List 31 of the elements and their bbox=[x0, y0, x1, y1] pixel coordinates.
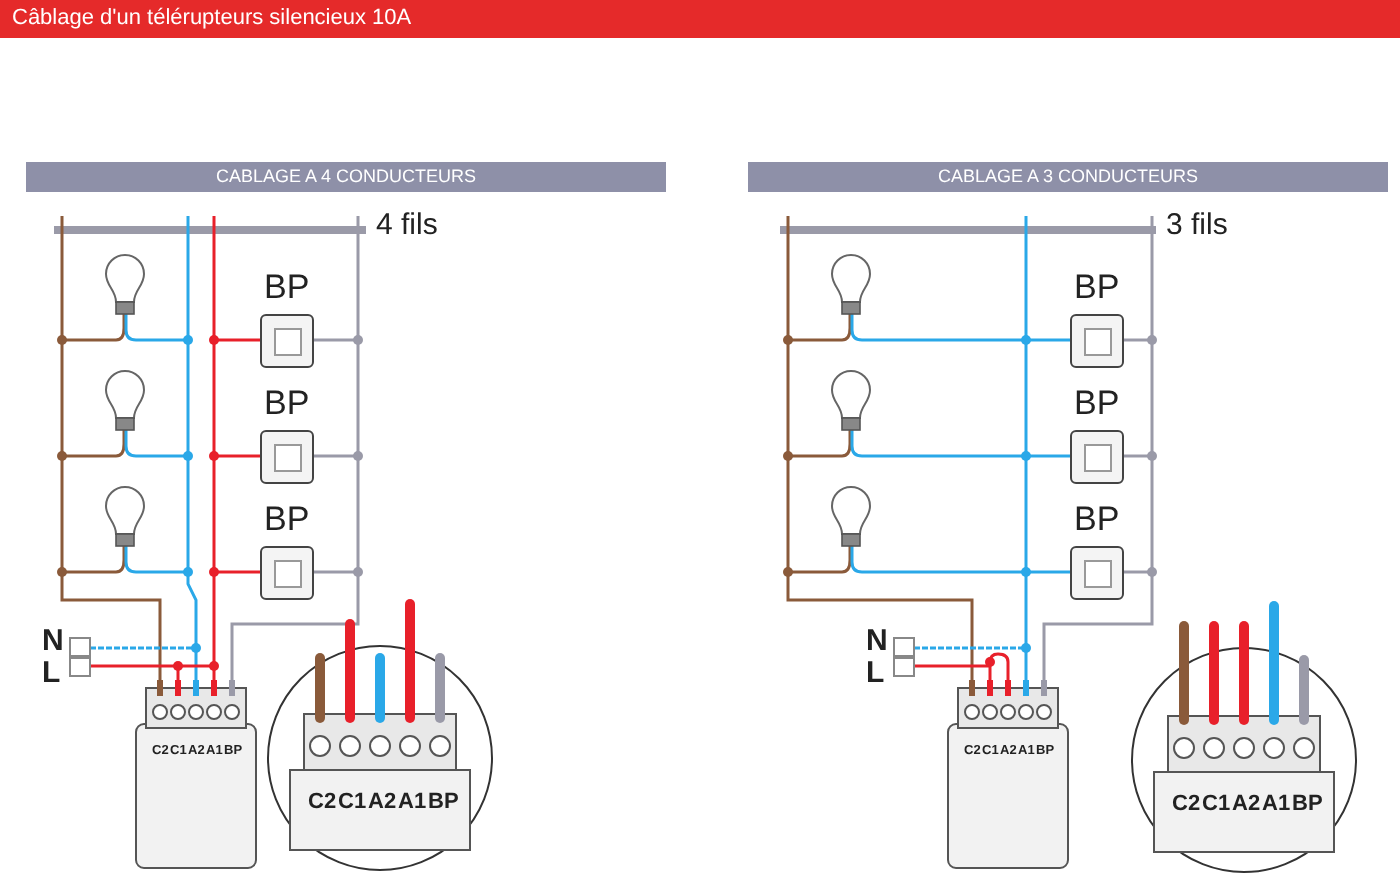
terminal-label: C2 bbox=[308, 790, 337, 814]
push-button bbox=[260, 430, 314, 484]
section-header: CABLAGE A 3 CONDUCTEURS bbox=[748, 162, 1388, 192]
section-header: CABLAGE A 4 CONDUCTEURS bbox=[26, 162, 666, 192]
terminal-label: C1 bbox=[338, 790, 367, 814]
title-banner: Câblage d'un télérupteurs silencieux 10A bbox=[0, 0, 1400, 38]
push-button bbox=[260, 314, 314, 368]
terminal-label: C1 bbox=[1202, 792, 1231, 816]
button-label: BP bbox=[264, 500, 310, 540]
button-label: BP bbox=[1074, 268, 1120, 308]
terminal-label: N bbox=[866, 624, 888, 658]
terminal-label: A2 bbox=[1232, 792, 1261, 816]
wire-count-label: 4 fils bbox=[376, 208, 438, 242]
terminal-label: BP bbox=[428, 790, 459, 814]
terminal-label: L bbox=[866, 656, 885, 690]
button-label: BP bbox=[264, 268, 310, 308]
push-button bbox=[1070, 546, 1124, 600]
push-button bbox=[1070, 314, 1124, 368]
button-label: BP bbox=[1074, 384, 1120, 424]
terminal-label: N bbox=[42, 624, 64, 658]
terminal-label: L bbox=[42, 656, 61, 690]
button-label: BP bbox=[264, 384, 310, 424]
terminal-label: A1 bbox=[398, 790, 427, 814]
terminal-label: C2 bbox=[1172, 792, 1201, 816]
wire-count-label: 3 fils bbox=[1166, 208, 1228, 242]
terminal-label: BP bbox=[1292, 792, 1323, 816]
terminal-label: A2 bbox=[368, 790, 397, 814]
push-button bbox=[260, 546, 314, 600]
button-label: BP bbox=[1074, 500, 1120, 540]
terminal-label: A1 bbox=[1262, 792, 1291, 816]
push-button bbox=[1070, 430, 1124, 484]
